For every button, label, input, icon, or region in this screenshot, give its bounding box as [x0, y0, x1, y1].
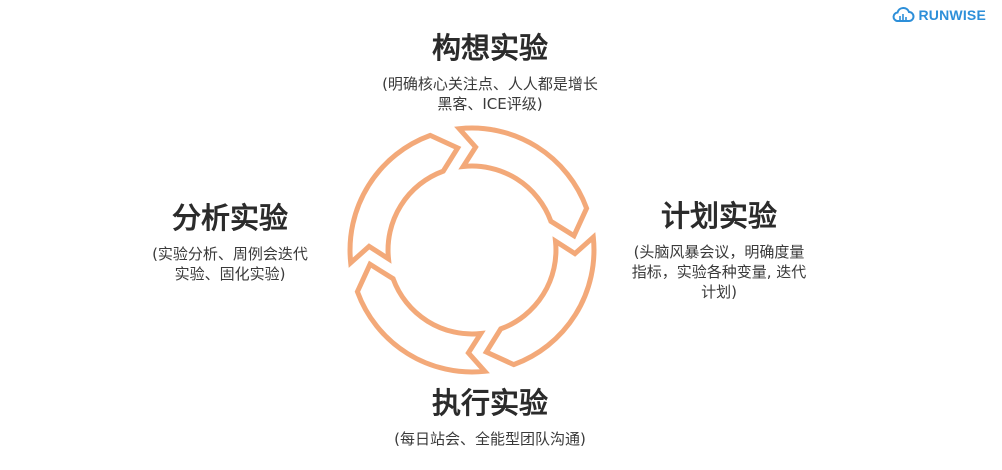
desc-line: (每日站会、全能型团队沟通)	[394, 430, 586, 448]
brand-name: RUNWISE	[918, 7, 986, 23]
stage-title-analyze: 分析实验	[171, 201, 288, 235]
desc-line: 黑客、ICE评级)	[437, 95, 543, 113]
stage-execute: 执行实验 (每日站会、全能型团队沟通)	[350, 385, 630, 449]
cycle-arrow-analyze-to-ideate	[347, 132, 462, 268]
cycle-arrow-execute-to-analyze	[354, 260, 490, 375]
stage-title-execute: 执行实验	[431, 386, 548, 420]
stage-title-plan: 计划实验	[660, 199, 777, 233]
stage-analyze: 分析实验 (实验分析、周例会迭代 实验、固化实验)	[130, 200, 330, 284]
stage-desc-plan: (头脑风暴会议，明确度量 指标，实验各种变量, 迭代 计划)	[612, 242, 826, 302]
stage-desc-ideate: (明确核心关注点、人人都是增长 黑客、ICE评级)	[355, 74, 625, 114]
desc-line: (实验分析、周例会迭代	[152, 245, 308, 263]
stage-title-ideate: 构想实验	[431, 31, 548, 65]
desc-line: 实验、固化实验)	[174, 265, 286, 283]
desc-line: (头脑风暴会议，明确度量	[633, 243, 805, 261]
stage-desc-analyze: (实验分析、周例会迭代 实验、固化实验)	[130, 244, 330, 284]
brand-logo: RUNWISE	[891, 6, 986, 24]
cycle-arrow-ideate-to-plan	[454, 125, 590, 240]
cloud-icon	[893, 6, 915, 22]
desc-line: (明确核心关注点、人人都是增长	[382, 75, 598, 93]
stage-ideate: 构想实验 (明确核心关注点、人人都是增长 黑客、ICE评级)	[355, 30, 625, 114]
stage-desc-execute: (每日站会、全能型团队沟通)	[350, 429, 630, 449]
cycle-arrow-plan-to-execute	[482, 232, 597, 368]
stage-plan: 计划实验 (头脑风暴会议，明确度量 指标，实验各种变量, 迭代 计划)	[612, 198, 826, 302]
desc-line: 计划)	[701, 283, 737, 301]
desc-line: 指标，实验各种变量, 迭代	[631, 263, 807, 281]
